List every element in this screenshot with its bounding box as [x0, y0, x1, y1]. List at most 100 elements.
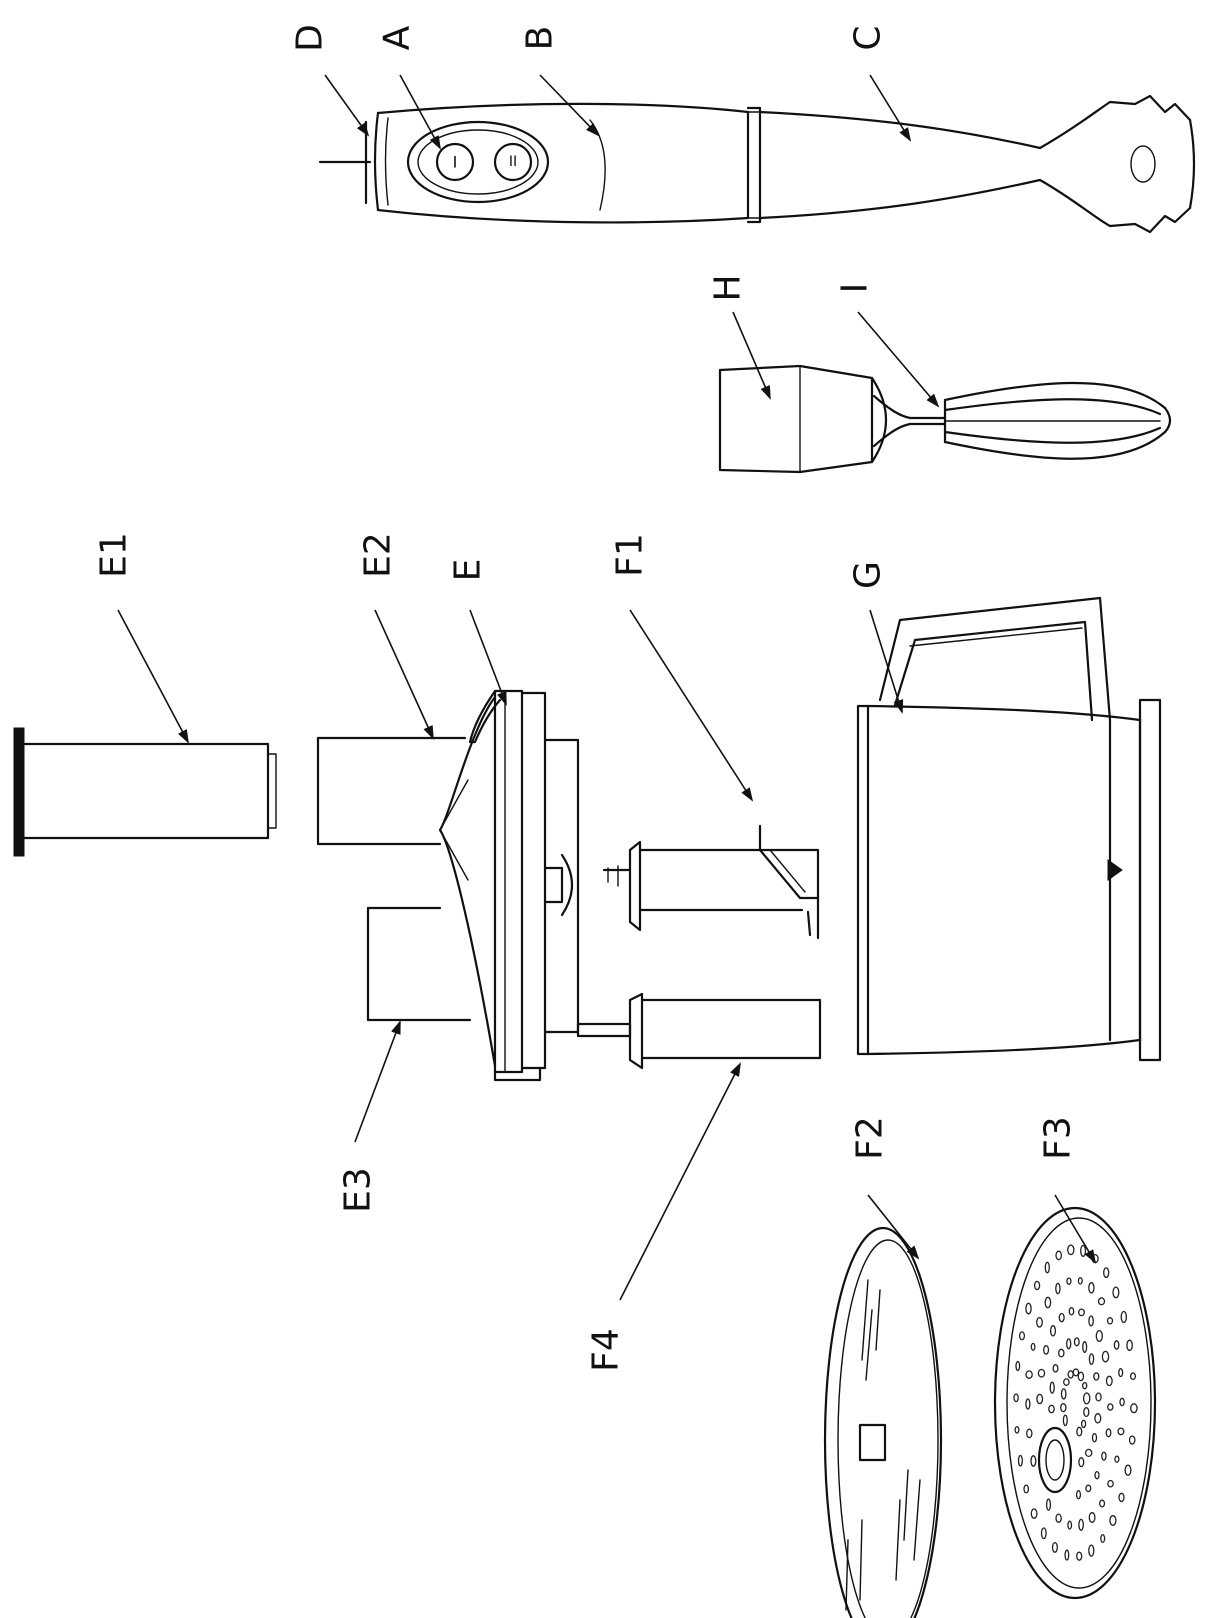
grating-hole [1037, 1368, 1046, 1378]
grating-hole [1025, 1398, 1031, 1410]
grating-hole [1049, 1325, 1057, 1337]
part-labels: D A B C H I E1 E2 E F1 G E3 F2 F3 F4 [94, 24, 1079, 1372]
label-E3: E3 [338, 1167, 379, 1213]
grating-hole [1082, 1381, 1088, 1390]
grating-hole [1118, 1492, 1125, 1503]
grating-hole [1077, 1371, 1085, 1382]
grating-hole [1101, 1451, 1107, 1461]
label-E: E [448, 559, 489, 582]
grating-hole [1082, 1392, 1091, 1405]
grating-hole [1085, 1484, 1092, 1493]
label-B: B [520, 26, 561, 51]
grating-hole [1097, 1297, 1106, 1306]
grating-hole [1095, 1392, 1102, 1402]
grating-hole [1058, 1312, 1065, 1323]
grating-hole [1100, 1533, 1106, 1544]
grating-hole [1067, 1370, 1074, 1379]
grating-hole [1036, 1393, 1044, 1405]
grating-hole [1080, 1419, 1087, 1429]
grating-hole [1094, 1413, 1102, 1424]
grating-hole [1043, 1345, 1050, 1355]
grating-hole [1080, 1244, 1087, 1257]
grating-hole [1112, 1286, 1120, 1299]
grating-hole [1078, 1457, 1085, 1468]
grating-hole [1129, 1372, 1137, 1381]
grating-hole [1033, 1280, 1041, 1291]
grating-holes [1013, 1244, 1138, 1561]
grating-hole [1119, 1397, 1125, 1407]
grating-hole [1128, 1435, 1136, 1445]
grating-hole [1058, 1348, 1065, 1358]
grating-hole [1107, 1479, 1114, 1488]
grating-hole [1114, 1455, 1120, 1463]
grating-hole [1082, 1341, 1088, 1353]
grating-hole [1126, 1339, 1133, 1352]
grating-hole [1088, 1282, 1095, 1294]
grating-hole [1060, 1402, 1067, 1413]
grating-hole [1048, 1404, 1055, 1414]
label-D: D [290, 24, 331, 52]
grating-hole [1044, 1261, 1050, 1274]
grating-hole [1075, 1490, 1082, 1500]
grating-hole [1067, 1244, 1075, 1256]
grating-hole [1015, 1360, 1021, 1372]
center-coupling [543, 853, 573, 917]
disc-holder-f1 [602, 824, 820, 940]
speed-1-button[interactable]: I [435, 142, 475, 182]
grating-hole [1017, 1454, 1023, 1467]
slicing-disc [823, 1226, 943, 1618]
whisk-adapter [718, 364, 912, 474]
grating-hole [1045, 1498, 1052, 1511]
label-F1: F1 [610, 533, 651, 577]
grating-hole [1093, 1372, 1100, 1381]
switch-panel: I II [406, 120, 550, 204]
grating-hole [1095, 1329, 1103, 1343]
grating-hole [1060, 1388, 1067, 1400]
food-pusher [13, 727, 277, 857]
grating-hole [1078, 1308, 1085, 1317]
feed-tube-left [366, 906, 472, 1022]
grating-hole [1055, 1513, 1062, 1523]
grating-hole [1130, 1403, 1138, 1414]
grating-hole [1051, 1541, 1058, 1553]
grating-hole [1066, 1338, 1072, 1350]
grating-hole [1106, 1317, 1114, 1325]
grating-hole [1030, 1342, 1036, 1351]
grating-hole [1105, 1428, 1112, 1438]
grating-hole [1083, 1407, 1090, 1418]
grating-hole [1067, 1520, 1073, 1530]
grating-hole [1055, 1282, 1061, 1295]
grating-hole [1088, 1353, 1095, 1365]
grating-hole [1030, 1508, 1038, 1519]
grating-hole [1013, 1393, 1019, 1403]
grating-hole [1091, 1432, 1098, 1443]
grating-hole [1066, 1277, 1072, 1285]
grating-hole [1113, 1340, 1120, 1350]
leader-lines [117, 74, 1097, 1301]
speed-2-button[interactable]: II [493, 142, 533, 182]
work-bowl [856, 596, 1162, 1062]
slicing-blade-slots [845, 1279, 921, 1611]
grating-hole [1105, 1375, 1113, 1387]
grating-hole [1120, 1310, 1128, 1324]
grating-hole [1109, 1515, 1117, 1526]
grating-hole [1088, 1544, 1095, 1557]
grating-hole [1099, 1499, 1106, 1508]
grating-hole [1076, 1551, 1083, 1561]
grating-hole [1018, 1331, 1026, 1341]
motor-unit: I II [318, 94, 1196, 234]
grating-hole [1036, 1316, 1043, 1328]
feed-tube-right [316, 736, 467, 846]
label-A: A [377, 25, 418, 50]
grating-hole [1055, 1250, 1063, 1261]
grating-hole [1025, 1302, 1032, 1315]
grating-hole [1118, 1368, 1124, 1378]
grating-hole [1076, 1426, 1083, 1437]
blender-shaft [758, 94, 1196, 234]
grating-hole [1073, 1337, 1080, 1347]
label-G: G [848, 561, 889, 589]
grating-hole [1078, 1518, 1084, 1531]
grating-hole [1077, 1277, 1083, 1285]
grating-hole [1040, 1527, 1047, 1540]
